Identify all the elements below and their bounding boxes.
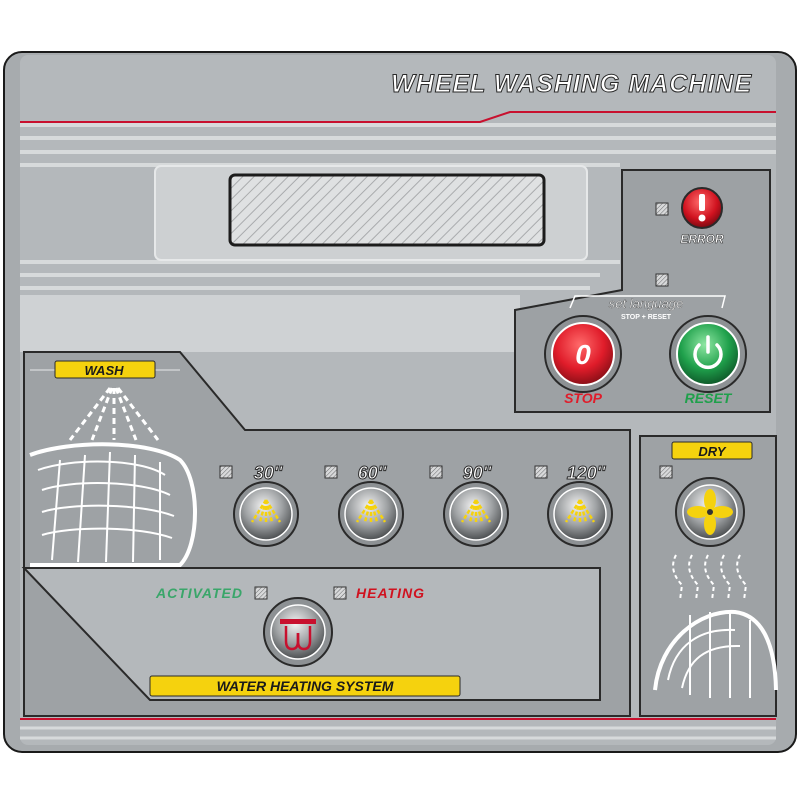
power-icon	[693, 335, 723, 370]
activated-label: ACTIVATED	[155, 585, 243, 601]
wash-spray-icon	[250, 499, 282, 523]
activated-led	[254, 586, 268, 600]
stop-glyph: 0	[575, 339, 591, 370]
reset-label: RESET	[685, 390, 733, 406]
wash-title: WASH	[85, 363, 125, 378]
wash-spray-icon	[460, 499, 492, 523]
dry-title: DRY	[698, 444, 727, 459]
dry-title-badge	[671, 441, 753, 460]
error-led	[655, 202, 669, 216]
program-label: 60''	[358, 463, 387, 483]
wash-program-30[interactable]: 30''	[219, 463, 299, 547]
program-label: 30''	[254, 463, 283, 483]
heater-icon	[280, 619, 316, 651]
program-led	[324, 465, 338, 479]
language-hint: STOP + RESET	[621, 314, 672, 321]
header-red-accent	[20, 111, 776, 123]
heating-led	[333, 586, 347, 600]
footer-stripes	[20, 726, 776, 740]
tire-illustration	[29, 442, 197, 567]
stop-button[interactable]: 0	[544, 315, 622, 393]
fan-icon	[687, 489, 733, 535]
heating-title: WATER HEATING SYSTEM	[217, 678, 394, 694]
program-label: 90''	[463, 463, 492, 483]
program-label: 120''	[567, 463, 606, 483]
header-title: WHEEL WASHING MACHINE	[391, 70, 752, 98]
heating-title-badge	[149, 675, 461, 697]
reset-button[interactable]	[669, 315, 747, 393]
wash-program-90[interactable]: 90''	[429, 463, 509, 547]
lcd-display	[228, 173, 546, 247]
spray-icon	[68, 387, 160, 441]
air-flow-icon	[672, 554, 748, 601]
dry-led	[659, 465, 673, 479]
language-title: set language	[609, 296, 683, 311]
language-led	[655, 273, 669, 287]
wash-spray-icon	[564, 499, 596, 523]
program-led	[219, 465, 233, 479]
wash-spray-icon	[355, 499, 387, 523]
error-label: ERROR	[680, 232, 724, 246]
dry-button[interactable]	[675, 477, 745, 547]
wash-program-120[interactable]: 120''	[534, 463, 613, 547]
program-led	[534, 465, 548, 479]
heating-label: HEATING	[356, 585, 425, 601]
error-icon	[681, 187, 723, 229]
wash-title-badge	[54, 360, 156, 379]
stop-label: STOP	[564, 390, 603, 406]
wash-program-60[interactable]: 60''	[324, 463, 404, 547]
heating-button[interactable]	[263, 597, 333, 667]
dry-tire-illustration	[653, 609, 778, 698]
program-led	[429, 465, 443, 479]
light-band	[20, 295, 520, 352]
